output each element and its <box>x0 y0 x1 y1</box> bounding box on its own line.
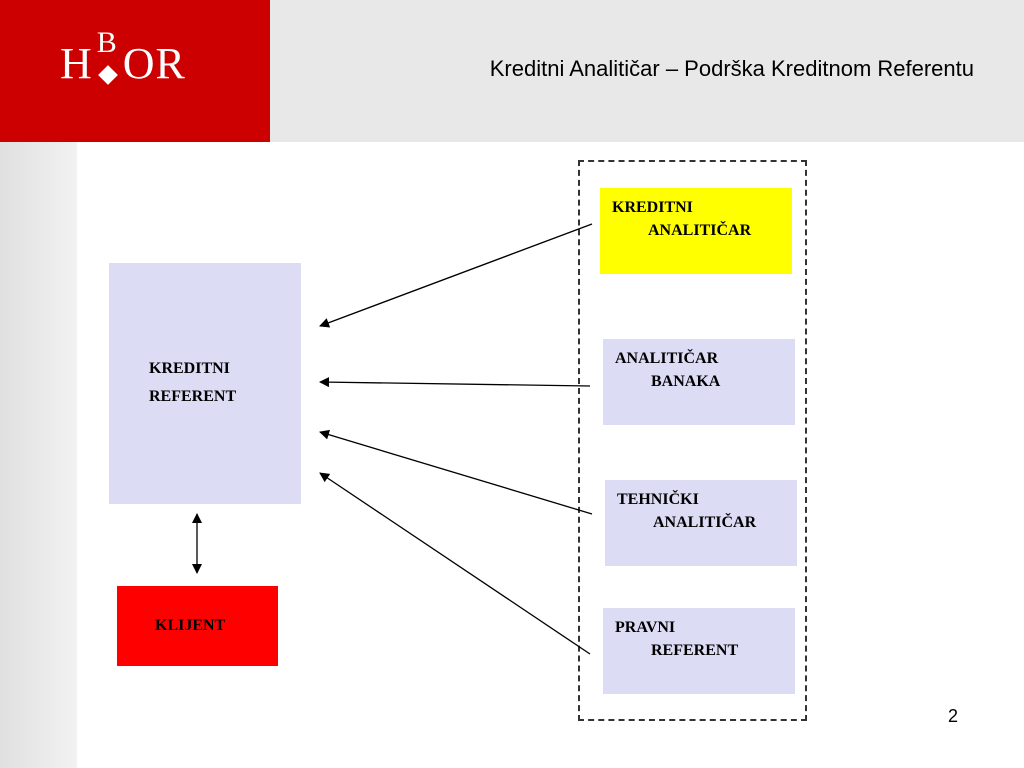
left-gradient-band <box>0 142 77 768</box>
arrow-tehnicki-analiticar <box>319 429 593 515</box>
klijent-box: KLIJENT <box>117 586 278 666</box>
arrow-kreditni-analiticar <box>319 223 593 328</box>
role-1-line2: BANAKA <box>651 373 721 390</box>
klijent-label: KLIJENT <box>155 617 226 634</box>
kreditni-referent-box: KREDITNI REFERENT <box>109 263 301 504</box>
role-3-line1: PRAVNI <box>615 619 676 636</box>
role-0-line2: ANALITIČAR <box>648 222 752 239</box>
arrow-analiticar-banaka <box>319 377 591 388</box>
page-number: 2 <box>948 706 959 726</box>
role-0-line1: KREDITNI <box>612 199 693 216</box>
pravni-referent-box: PRAVNI REFERENT <box>603 608 795 694</box>
analiticar-banaka-box: ANALITIČAR BANAKA <box>603 339 795 425</box>
role-2-line1: TEHNIČKI <box>617 491 699 508</box>
role-2-line2: ANALITIČAR <box>653 514 757 531</box>
slide-title: Kreditni Analitičar – Podrška Kreditnom … <box>489 56 974 81</box>
referent-label-line1: KREDITNI <box>149 360 230 377</box>
arrow-pravni-referent <box>319 472 591 655</box>
role-1-line1: ANALITIČAR <box>615 350 719 367</box>
role-3-line2: REFERENT <box>651 642 739 659</box>
tehnicki-analiticar-box: TEHNIČKI ANALITIČAR <box>605 480 797 566</box>
referent-label-line2: REFERENT <box>149 388 237 405</box>
kreditni-analiticar-box: KREDITNI ANALITIČAR <box>600 188 792 274</box>
